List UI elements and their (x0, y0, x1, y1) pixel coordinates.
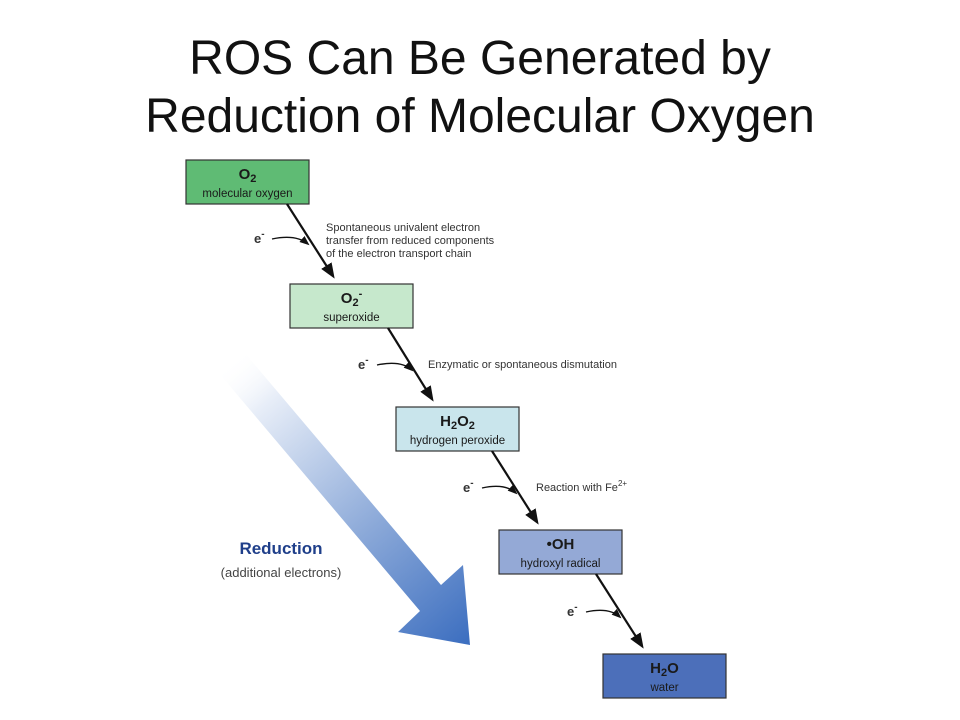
electron-label-2: e- (358, 355, 369, 372)
reduction-sublabel: (additional electrons) (221, 565, 342, 580)
electron-curve-1 (271, 235, 310, 246)
name-superoxide: superoxide (323, 312, 379, 324)
electron-curve-2 (376, 361, 414, 372)
step-1-label-line-1: Spontaneous univalent electron (326, 222, 480, 234)
electron-label-1: e- (254, 229, 265, 246)
species-box-molecular-oxygen: O2 molecular oxygen (185, 159, 310, 205)
reduction-label: Reduction (239, 539, 322, 558)
species-box-superoxide: O2- superoxide (289, 283, 414, 329)
species-box-hydrogen-peroxide: H2O2 hydrogen peroxide (395, 406, 520, 452)
box-o2 (185, 159, 310, 205)
name-peroxide: hydrogen peroxide (410, 435, 505, 447)
slide-title: ROS Can Be Generated by Reduction of Mol… (0, 30, 960, 146)
step-arrow-1 (286, 203, 335, 279)
reduction-arrow (218, 352, 470, 645)
step-3: e- Reaction with Fe2+ (463, 450, 627, 525)
formula-superoxide: O2- (341, 288, 363, 309)
step-4: e- (567, 573, 644, 649)
step-3-label: Reaction with Fe2+ (536, 479, 627, 494)
formula-o2: O2 (239, 166, 257, 185)
box-superoxide (289, 283, 414, 329)
formula-peroxide: H2O2 (440, 413, 475, 432)
electron-curve-4 (585, 608, 622, 619)
name-o2: molecular oxygen (202, 188, 292, 200)
species-box-water: H2O water (602, 653, 727, 699)
formula-hydroxyl: •OH (547, 536, 575, 553)
step-2-label: Enzymatic or spontaneous dismutation (428, 359, 617, 371)
step-1-label-line-3: of the electron transport chain (326, 248, 472, 260)
electron-curve-3 (481, 484, 518, 495)
box-peroxide (395, 406, 520, 452)
step-2: e- Enzymatic or spontaneous dismutation (358, 327, 617, 402)
formula-water: H2O (650, 660, 679, 679)
step-1-label-line-2: transfer from reduced components (326, 235, 495, 247)
species-box-hydroxyl-radical: •OH hydroxyl radical (498, 529, 623, 575)
step-1: e- Spontaneous univalent electron transf… (254, 203, 495, 279)
electron-label-4: e- (567, 602, 578, 619)
title-line-1: ROS Can Be Generated by (189, 32, 771, 85)
title-line-2: Reduction of Molecular Oxygen (145, 90, 815, 143)
name-water: water (649, 682, 678, 694)
box-hydroxyl (498, 529, 623, 575)
name-hydroxyl: hydroxyl radical (521, 558, 601, 570)
electron-label-3: e- (463, 478, 474, 495)
box-water (602, 653, 727, 699)
